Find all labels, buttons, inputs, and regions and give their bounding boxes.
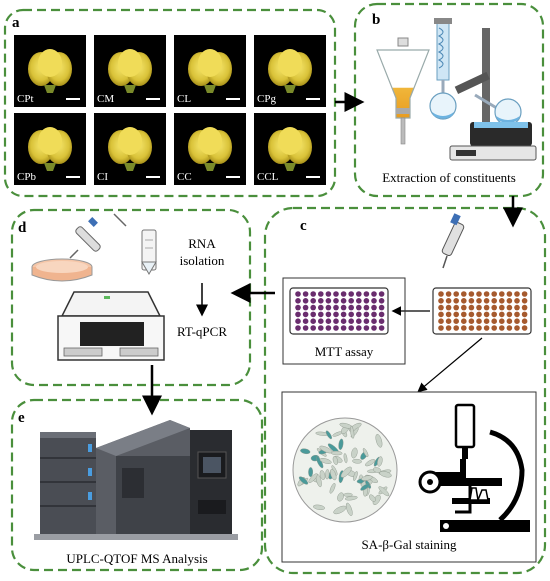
- flower-image: [188, 127, 232, 171]
- uplc-caption: UPLC-QTOF MS Analysis: [66, 551, 207, 566]
- rtqpcr-label: RT-qPCR: [177, 324, 227, 339]
- flower-image: [28, 49, 72, 93]
- sample-label: CCL: [257, 171, 279, 183]
- panel-d-letter: d: [18, 220, 27, 236]
- microscope-icon: [418, 403, 530, 532]
- flower-tile: CI: [94, 113, 166, 185]
- flower-image: [108, 49, 152, 93]
- separatory-funnel-icon: [376, 37, 430, 145]
- extraction-caption: Extraction of constituents: [382, 170, 516, 185]
- extract-plate: [432, 287, 532, 335]
- panel-b-border: [353, 2, 545, 198]
- panel-a-letter: a: [12, 15, 20, 31]
- mtt-plate: [289, 287, 389, 335]
- panel-e-border: [10, 398, 264, 572]
- pipette-icon-d: [69, 217, 101, 259]
- panel-c-border: [263, 206, 547, 575]
- flower-tile: CPb: [14, 113, 86, 185]
- pcr-machine-icon: [57, 291, 165, 361]
- rotary-evaporator-icon: [429, 18, 537, 161]
- flower-image: [108, 127, 152, 171]
- rna-line2: isolation: [180, 253, 225, 268]
- flower-tile: CC: [174, 113, 246, 185]
- sample-label: CPg: [257, 93, 276, 105]
- staining-caption: SA-β-Gal staining: [361, 537, 457, 552]
- sample-label: CPb: [17, 171, 36, 183]
- mtt-caption: MTT assay: [315, 344, 374, 359]
- flower-image: [268, 49, 312, 93]
- flower-image: [188, 49, 232, 93]
- panel-e-letter: e: [18, 410, 25, 426]
- tube-icon: [113, 213, 157, 275]
- panel-d-border: [10, 208, 252, 387]
- sample-label: CPt: [17, 93, 34, 105]
- flower-image: [268, 127, 312, 171]
- flower-tile: CPt: [14, 35, 86, 107]
- sample-label: CI: [97, 171, 108, 183]
- ms-instrument-icon: [34, 420, 238, 540]
- mtt-box: [282, 277, 406, 365]
- rna-line1: RNA: [188, 236, 216, 251]
- cell-micrograph: [292, 417, 398, 523]
- pipette-icon-c: [441, 213, 465, 269]
- panel-b-letter: b: [372, 12, 380, 28]
- sample-label: CC: [177, 171, 192, 183]
- sample-label: CL: [177, 93, 191, 105]
- staining-box: [281, 391, 537, 563]
- panel-c-letter: c: [300, 218, 307, 234]
- flower-tile: CCL: [254, 113, 326, 185]
- flower-tile: CM: [94, 35, 166, 107]
- sample-label: CM: [97, 93, 114, 105]
- flower-image: [28, 127, 72, 171]
- flower-tile: CPg: [254, 35, 326, 107]
- arrow-extract-to-staining: [417, 337, 483, 393]
- petri-dish-icon: [31, 258, 93, 282]
- flower-tile: CL: [174, 35, 246, 107]
